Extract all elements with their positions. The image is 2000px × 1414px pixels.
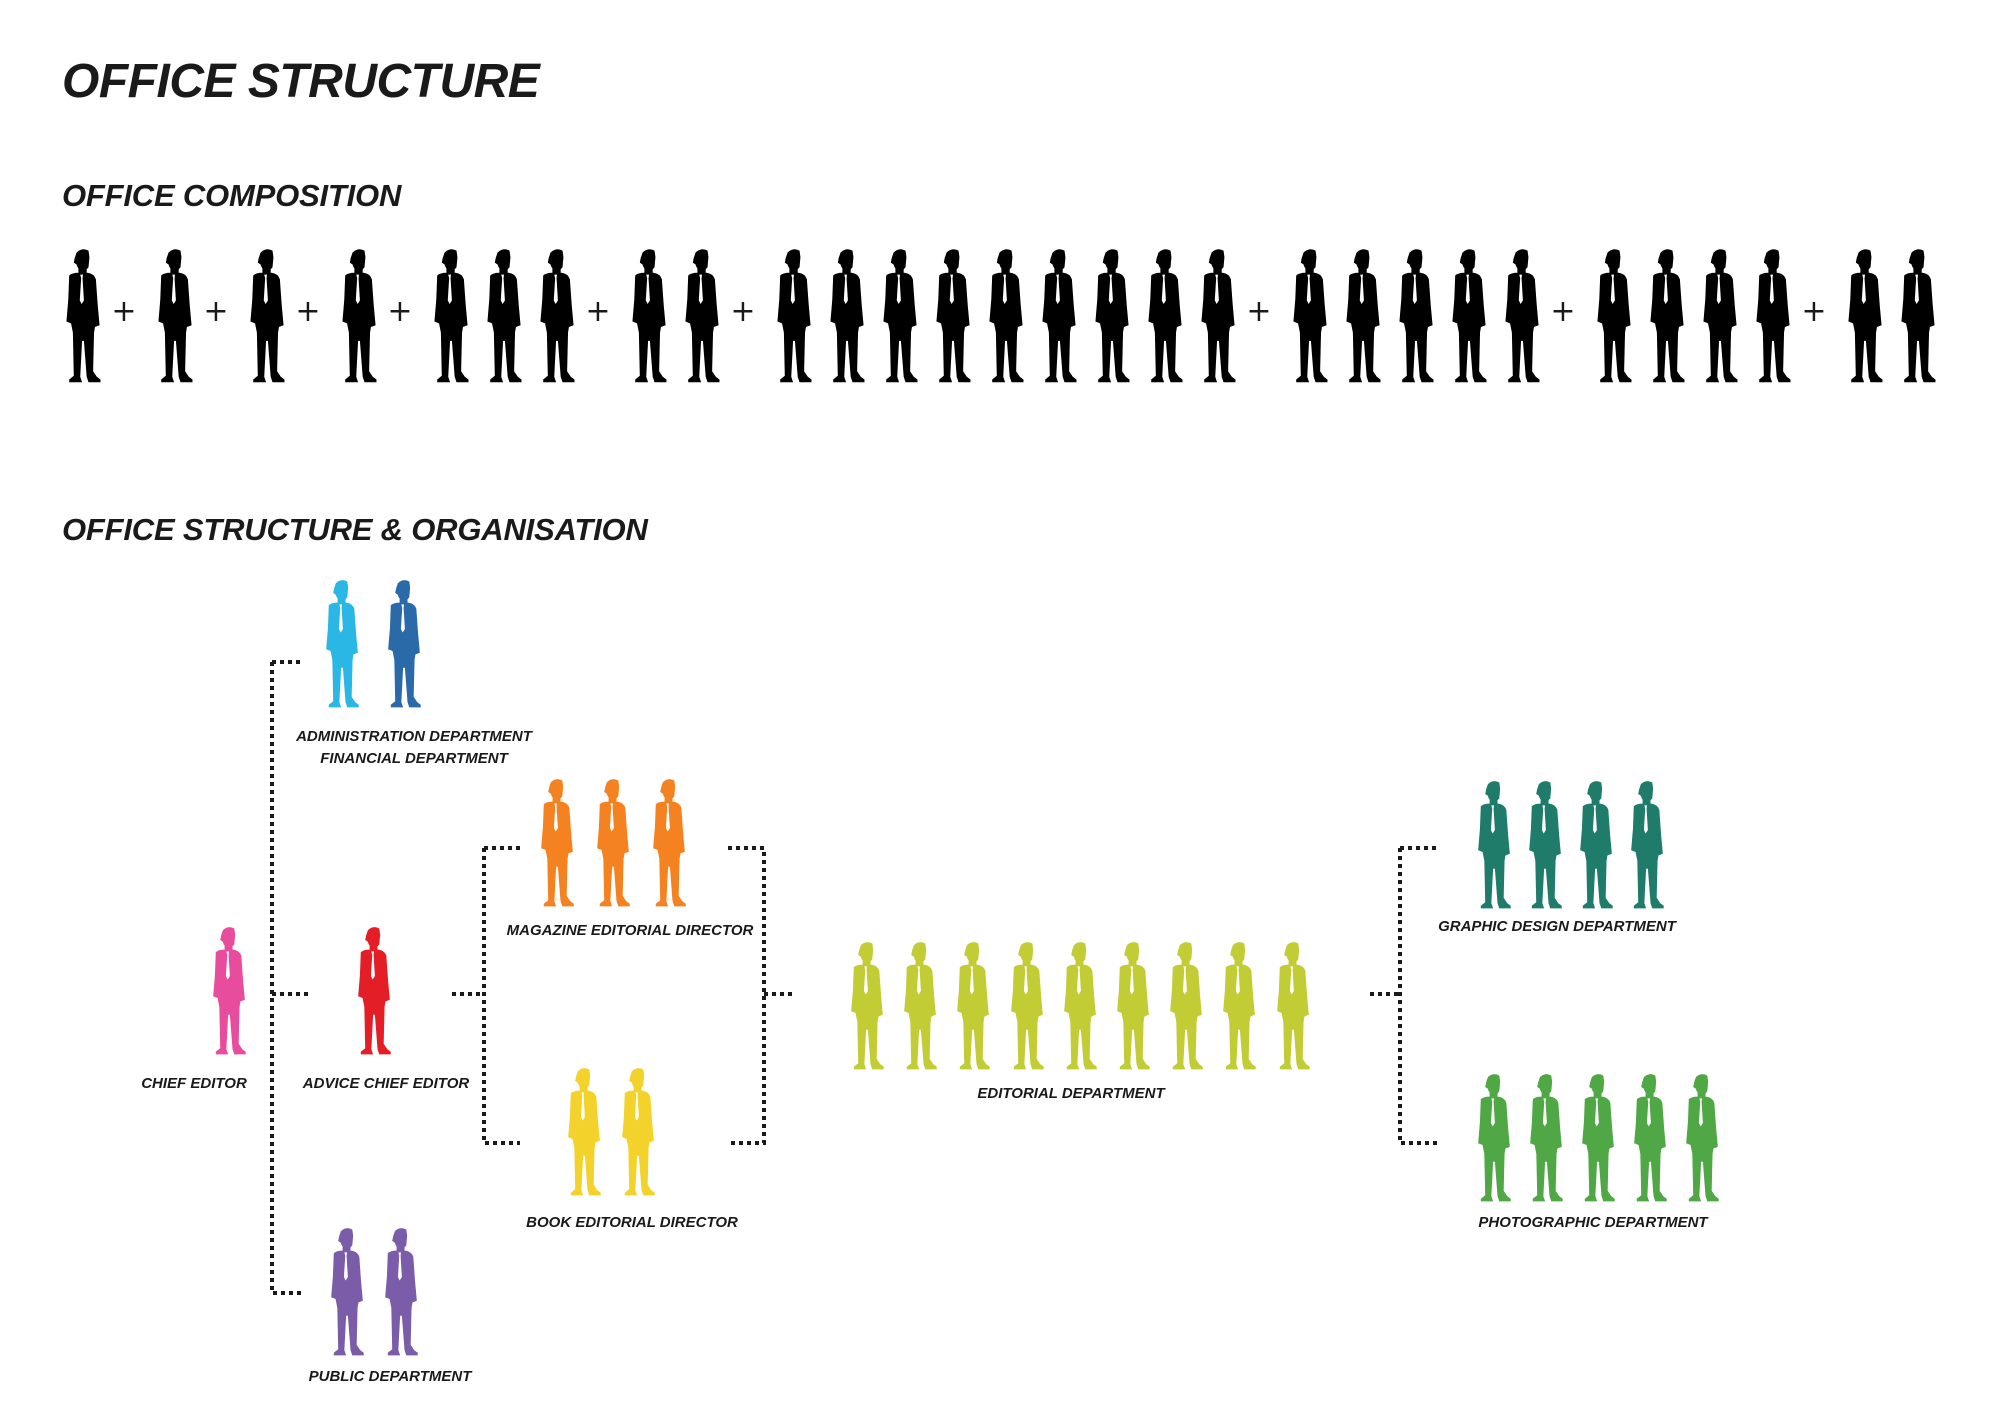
plus-separator: + [203, 294, 229, 329]
plus-separator: + [585, 294, 611, 329]
person-icon [385, 1228, 418, 1356]
page-title: OFFICE STRUCTURE [62, 55, 540, 108]
person-icon [1756, 249, 1791, 383]
person-icon [685, 249, 720, 383]
person-icon [1478, 1074, 1511, 1202]
person-icon [250, 249, 285, 383]
person-icon [1346, 249, 1381, 383]
plus-separator: + [387, 294, 413, 329]
person-icon [830, 249, 865, 383]
label-photographic-department: PHOTOGRAPHIC DEPARTMENT [1478, 1214, 1708, 1231]
person-icon [632, 249, 667, 383]
plus-separator: + [111, 294, 137, 329]
person-icon [1478, 781, 1511, 909]
person-icon [1650, 249, 1685, 383]
label-financial-department: FINANCIAL DEPARTMENT [320, 750, 508, 767]
person-icon [541, 779, 574, 907]
person-icon [1597, 249, 1632, 383]
person-icon [1582, 1074, 1615, 1202]
person-icon [989, 249, 1024, 383]
person-icon [653, 779, 686, 907]
connector-directors-bus [482, 846, 520, 1145]
person-icon [1901, 249, 1936, 383]
label-editorial-department: EDITORIAL DEPARTMENT [977, 1085, 1165, 1102]
person-icon [1063, 942, 1097, 1070]
person-icon [342, 249, 377, 383]
person-icon [331, 1228, 364, 1356]
label-magazine-editorial-director: MAGAZINE EDITORIAL DIRECTOR [506, 922, 754, 939]
person-icon [1505, 249, 1540, 383]
person-icon [1848, 249, 1883, 383]
person-icon [1148, 249, 1183, 383]
person-icon [487, 249, 522, 383]
person-icon [851, 942, 884, 1070]
label-chief-editor: CHIEF EDITOR [141, 1075, 247, 1092]
person-icon [213, 927, 246, 1055]
person-icon [358, 927, 391, 1055]
person-icon [622, 1068, 655, 1196]
person-icon [1529, 781, 1562, 909]
person-icon [568, 1068, 601, 1196]
person-icon [1276, 942, 1310, 1070]
plus-separator: + [1801, 294, 1827, 329]
person-icon [434, 249, 469, 383]
label-book-editorial-director: BOOK EDITORIAL DIRECTOR [526, 1214, 738, 1231]
person-icon [1634, 1074, 1667, 1202]
person-icon [1686, 1074, 1719, 1202]
person-icon [326, 580, 359, 708]
section-title-organisation: OFFICE STRUCTURE & ORGANISATION [62, 512, 648, 547]
plus-separator: + [295, 294, 321, 329]
person-icon [540, 249, 575, 383]
person-icon [883, 249, 918, 383]
person-icon [1201, 249, 1236, 383]
section-title-composition: OFFICE COMPOSITION [62, 178, 402, 213]
plus-separator: + [1246, 294, 1272, 329]
person-icon [1170, 942, 1203, 1070]
person-icon [388, 580, 421, 708]
person-icon [1399, 249, 1434, 383]
connector-design-bus [1398, 846, 1440, 1145]
person-icon [1703, 249, 1738, 383]
label-admin-financial: ADMINISTRATION DEPARTMENT FINANCIAL DEPA… [296, 726, 532, 770]
label-administration-department: ADMINISTRATION DEPARTMENT [296, 728, 532, 745]
person-icon [1117, 942, 1150, 1070]
person-icon [904, 942, 937, 1070]
person-icon [597, 779, 630, 907]
person-icon [1010, 942, 1044, 1070]
label-graphic-design-department: GRAPHIC DESIGN DEPARTMENT [1438, 918, 1676, 935]
person-icon [66, 249, 101, 383]
plus-separator: + [1550, 294, 1576, 329]
label-public-department: PUBLIC DEPARTMENT [308, 1368, 472, 1385]
label-advice-chief-editor: ADVICE CHIEF EDITOR [302, 1075, 470, 1092]
person-icon [1095, 249, 1130, 383]
person-icon [1223, 942, 1257, 1070]
connector-directors-merge [728, 846, 766, 1145]
person-icon [1631, 781, 1664, 909]
person-icon [1452, 249, 1487, 383]
connector-chief-bus [270, 660, 304, 1295]
person-icon [1530, 1074, 1563, 1202]
person-icon [957, 942, 991, 1070]
person-icon [1042, 249, 1077, 383]
person-icon [777, 249, 812, 383]
person-icon [1293, 249, 1328, 383]
person-icon [158, 249, 193, 383]
person-icon [936, 249, 971, 383]
person-icon [1580, 781, 1613, 909]
plus-separator: + [730, 294, 756, 329]
